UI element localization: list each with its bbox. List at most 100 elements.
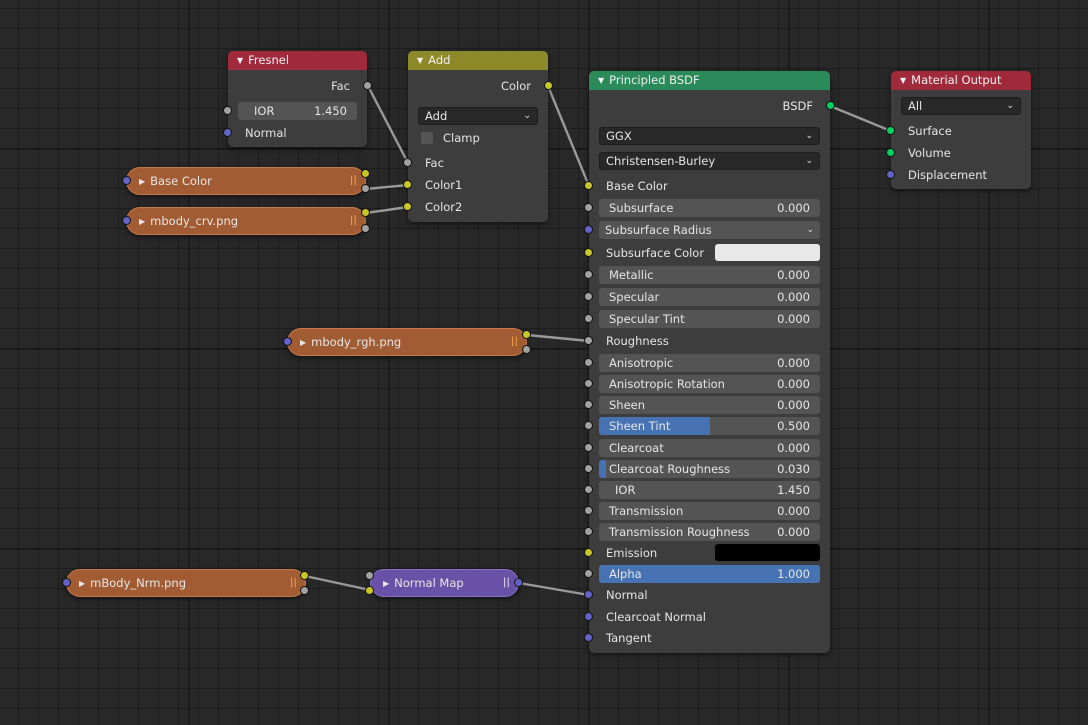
add-fac-socket[interactable]: [403, 158, 412, 167]
material-output-header[interactable]: ▼Material Output: [891, 71, 1031, 90]
normal-map-strength-socket[interactable]: [365, 571, 374, 580]
rgh-node-input-socket[interactable]: [283, 337, 292, 346]
fresnel-node-header[interactable]: ▼ Fresnel: [228, 51, 367, 70]
expand-triangle-icon[interactable]: ▶: [139, 217, 146, 226]
collapse-triangle-icon[interactable]: ▼: [237, 56, 244, 65]
material-output-node[interactable]: ▼Material Output All ⌄ Surface Volume Di…: [886, 71, 1031, 189]
add-color-socket[interactable]: [544, 81, 553, 90]
crv-node-input-socket[interactable]: [122, 216, 131, 225]
roughness-socket[interactable]: [584, 336, 593, 345]
volume-socket[interactable]: [886, 148, 895, 157]
add-color1-socket[interactable]: [403, 180, 412, 189]
nrm-node-color-socket[interactable]: [300, 571, 309, 580]
rgh-node-color-socket[interactable]: [522, 330, 531, 339]
subsurface-socket[interactable]: [584, 203, 593, 212]
surface-socket[interactable]: [886, 126, 895, 135]
bsdf-output-socket[interactable]: [826, 101, 835, 110]
crv-image-node[interactable]: ▶mbody_crv.png ||: [126, 207, 366, 235]
collapse-triangle-icon[interactable]: ▼: [900, 76, 907, 85]
specular-field[interactable]: Specular 0.000: [599, 288, 820, 306]
subsurface-field[interactable]: Subsurface 0.000: [599, 199, 820, 217]
blend-mode-select[interactable]: Add ⌄: [418, 107, 538, 125]
fresnel-normal-socket[interactable]: [223, 128, 232, 137]
emission-socket[interactable]: [584, 548, 593, 557]
fresnel-ior-socket[interactable]: [223, 106, 232, 115]
specular-tint-field[interactable]: Specular Tint 0.000: [599, 310, 820, 328]
clearcoat-normal-socket[interactable]: [584, 612, 593, 621]
normal-map-color-socket[interactable]: [365, 586, 374, 595]
collapse-triangle-icon[interactable]: ▼: [598, 76, 605, 85]
expand-triangle-icon[interactable]: ▶: [139, 177, 146, 186]
base-color-node-alpha-socket[interactable]: [361, 184, 370, 193]
clearcoat-roughness-socket[interactable]: [584, 464, 593, 473]
subsurface-color-socket[interactable]: [584, 248, 593, 257]
anisotropic-rotation-field[interactable]: Anisotropic Rotation 0.000: [599, 375, 820, 393]
principled-bsdf-node[interactable]: ▼Principled BSDF BSDF GGX ⌄ Christensen-…: [584, 71, 835, 653]
link-crv-add-color2: [365, 205, 409, 215]
transmission-roughness-socket[interactable]: [584, 527, 593, 536]
tangent-socket[interactable]: [584, 633, 593, 642]
base-color-image-node[interactable]: ▶Base Color ||: [126, 167, 366, 195]
add-color2-socket[interactable]: [403, 202, 412, 211]
target-select[interactable]: All ⌄: [901, 97, 1021, 115]
ior-field[interactable]: IOR 1.450: [599, 481, 820, 499]
add-node-header[interactable]: ▼Add: [408, 51, 548, 70]
crv-node-alpha-socket[interactable]: [361, 224, 370, 233]
clamp-checkbox[interactable]: [421, 132, 433, 144]
nrm-image-node[interactable]: ▶mBody_Nrm.png ||: [66, 569, 306, 597]
clearcoat-field[interactable]: Clearcoat 0.000: [599, 439, 820, 457]
expand-triangle-icon[interactable]: ▶: [300, 338, 307, 347]
anisotropic-rotation-socket[interactable]: [584, 379, 593, 388]
subsurface-radius-field[interactable]: Subsurface Radius ⌄: [599, 221, 820, 239]
base-color-node-color-socket[interactable]: [361, 169, 370, 178]
sheen-socket[interactable]: [584, 400, 593, 409]
sheen-tint-socket[interactable]: [584, 421, 593, 430]
normal-map-node[interactable]: ▶Normal Map ||: [370, 569, 519, 597]
fresnel-fac-socket[interactable]: [363, 81, 372, 90]
rgh-node-alpha-socket[interactable]: [522, 345, 531, 354]
add-input-fac: Fac: [403, 153, 548, 173]
nrm-node-input-socket[interactable]: [62, 578, 71, 587]
collapse-triangle-icon[interactable]: ▼: [417, 56, 424, 65]
base-color-node-input-socket[interactable]: [122, 176, 131, 185]
expand-triangle-icon[interactable]: ▶: [79, 579, 86, 588]
crv-node-color-socket[interactable]: [361, 208, 370, 217]
displacement-row: Displacement: [886, 165, 1031, 185]
fresnel-node[interactable]: ▼Fresnel Fac IOR 1.450 Normal: [223, 51, 372, 147]
nrm-node-alpha-socket[interactable]: [300, 586, 309, 595]
normal-map-output-socket[interactable]: [514, 578, 523, 587]
alpha-socket[interactable]: [584, 569, 593, 578]
base-color-socket[interactable]: [584, 181, 593, 190]
transmission-roughness-field[interactable]: Transmission Roughness 0.000: [599, 523, 820, 541]
displacement-socket[interactable]: [886, 170, 895, 179]
sheen-tint-field[interactable]: Sheen Tint 0.500: [599, 417, 820, 435]
clearcoat-roughness-field[interactable]: Clearcoat Roughness 0.030: [599, 460, 820, 478]
add-node[interactable]: ▼Add Color Add ⌄ Clamp Fac Color1 Color2: [403, 51, 553, 222]
subsurface-color-swatch[interactable]: [715, 244, 820, 261]
sheen-field[interactable]: Sheen 0.000: [599, 396, 820, 414]
rgh-image-node[interactable]: ▶mbody_rgh.png ||: [287, 328, 527, 356]
subsurface-radius-socket[interactable]: [584, 225, 593, 234]
subsurface-method-select[interactable]: Christensen-Burley ⌄: [599, 152, 820, 170]
chevron-down-icon: ⌄: [1006, 101, 1014, 111]
transmission-socket[interactable]: [584, 506, 593, 515]
metallic-field[interactable]: Metallic 0.000: [599, 266, 820, 284]
clearcoat-socket[interactable]: [584, 443, 593, 452]
expand-triangle-icon[interactable]: ▶: [383, 579, 390, 588]
normal-socket[interactable]: [584, 590, 593, 599]
subsurface-method-row: Christensen-Burley ⌄: [589, 151, 830, 171]
anisotropic-socket[interactable]: [584, 358, 593, 367]
bsdf-node-header[interactable]: ▼Principled BSDF: [589, 71, 830, 90]
ior-socket[interactable]: [584, 485, 593, 494]
anisotropic-field[interactable]: Anisotropic 0.000: [599, 354, 820, 372]
distribution-select[interactable]: GGX ⌄: [599, 127, 820, 145]
specular-socket[interactable]: [584, 292, 593, 301]
emission-color-swatch[interactable]: [715, 544, 820, 561]
transmission-roughness-value: 0.000: [777, 525, 810, 539]
transmission-field[interactable]: Transmission 0.000: [599, 502, 820, 520]
alpha-field[interactable]: Alpha 1.000: [599, 565, 820, 583]
metallic-socket[interactable]: [584, 270, 593, 279]
fresnel-node-title: Fresnel: [248, 53, 290, 67]
specular-tint-socket[interactable]: [584, 314, 593, 323]
fresnel-ior-field[interactable]: IOR 1.450: [238, 102, 357, 120]
